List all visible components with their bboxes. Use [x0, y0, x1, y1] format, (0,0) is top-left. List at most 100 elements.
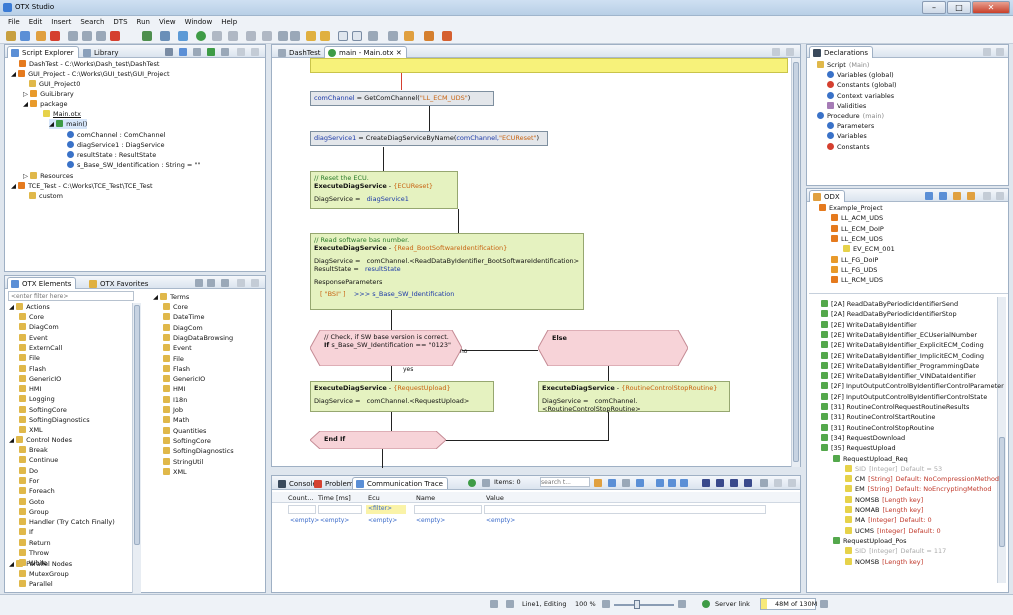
col-time[interactable]: Time [ms]: [318, 494, 351, 502]
odx-service-item[interactable]: [2E] WriteDataByIdentifier_ExplicitECM_C…: [821, 340, 984, 350]
control-item[interactable]: Throw: [19, 548, 49, 558]
actions-item[interactable]: DiagCom: [19, 322, 59, 332]
run-icon[interactable]: [196, 31, 206, 41]
menu-view[interactable]: View: [158, 18, 176, 26]
group-header[interactable]: ◢ Actions: [9, 303, 50, 311]
odx-service-item[interactable]: [2E] WriteDataByIdentifier: [821, 320, 917, 330]
terms-item[interactable]: Flash: [163, 364, 190, 374]
link-editor-icon[interactable]: [179, 48, 187, 56]
minimize-view-icon[interactable]: [983, 48, 991, 56]
status-icon-b[interactable]: [506, 600, 514, 608]
tree-item[interactable]: comChannel : ComChannel: [67, 130, 165, 140]
build-icon[interactable]: [160, 31, 170, 41]
gc-icon[interactable]: [820, 600, 828, 608]
odx-service-item[interactable]: [2E] WriteDataByIdentifier_ImplicitECM_C…: [821, 351, 984, 361]
terms-item[interactable]: Core: [163, 302, 188, 312]
zoom-slider[interactable]: [614, 604, 674, 606]
tab-otx-elements[interactable]: OTX Elements: [7, 277, 77, 289]
settings-icon[interactable]: [967, 192, 975, 200]
tool-e-icon[interactable]: [716, 479, 724, 487]
scroll-lock-icon[interactable]: [636, 479, 644, 487]
tab-communication-trace[interactable]: Communication Trace: [352, 477, 448, 489]
control-item[interactable]: For: [19, 476, 39, 486]
minimize-view-icon[interactable]: [237, 48, 245, 56]
execute-node-requestupload[interactable]: ExecuteDiagService - {RequestUpload} Dia…: [310, 381, 494, 412]
declaration-item[interactable]: Variables (global): [827, 70, 894, 80]
tree-item[interactable]: DashTest - C:\Works\Dash_test\DashTest: [19, 59, 159, 69]
find-icon[interactable]: [594, 479, 602, 487]
close-window-button[interactable]: ✕: [972, 1, 1010, 14]
collapse-all-icon[interactable]: [165, 48, 173, 56]
actions-item[interactable]: XML: [19, 425, 43, 435]
odx-service-item[interactable]: [2F] InputOutputControlByIdentifierContr…: [821, 392, 987, 402]
paste-icon[interactable]: [96, 31, 106, 41]
count-filter[interactable]: [288, 505, 316, 514]
scroll-thumb[interactable]: [999, 437, 1005, 547]
step-icon[interactable]: [228, 31, 238, 41]
declaration-item[interactable]: Constants (global): [827, 80, 897, 90]
declaration-item[interactable]: Script(Main): [817, 60, 869, 70]
odx-service-item[interactable]: [2E] WriteDataByIdentifier_ProgrammingDa…: [821, 361, 979, 371]
editor-scrollbar[interactable]: [791, 58, 800, 467]
control-item[interactable]: Do: [19, 466, 38, 476]
actions-item[interactable]: HMI: [19, 384, 41, 394]
tab-odx[interactable]: ODX: [809, 190, 845, 202]
assignment-node-getcomchannel[interactable]: comChannel = GetComChannel("LL_ECM_UDS"): [310, 91, 494, 106]
ecu-filter[interactable]: <filter>: [366, 505, 406, 514]
odx-tree-item[interactable]: LL_FG_DoIP: [831, 255, 878, 265]
zoom-out-icon[interactable]: [602, 600, 610, 608]
control-item[interactable]: If: [19, 527, 33, 537]
collapse-icon[interactable]: [925, 192, 933, 200]
maximize-view-icon[interactable]: [786, 48, 794, 56]
tool-d-icon[interactable]: [702, 479, 710, 487]
control-item[interactable]: Break: [19, 445, 48, 455]
terms-item[interactable]: DateTime: [163, 312, 204, 322]
wrench-icon[interactable]: [424, 31, 434, 41]
scroll-thumb[interactable]: [793, 62, 799, 462]
memory-bar[interactable]: [760, 598, 816, 610]
control-item[interactable]: Group: [19, 507, 49, 517]
odx-param-item[interactable]: EM[String]Default: NoEncryptingMethod: [845, 484, 991, 494]
maximize-view-icon[interactable]: [788, 479, 796, 487]
tab-problems[interactable]: Problems: [310, 477, 362, 489]
actions-item[interactable]: Event: [19, 333, 48, 343]
actions-item[interactable]: Logging: [19, 394, 55, 404]
trace-search-input[interactable]: [540, 477, 590, 487]
control-item[interactable]: Continue: [19, 455, 58, 465]
group-header[interactable]: ◢ Terms: [153, 293, 190, 301]
odx-tree-item[interactable]: LL_ACM_UDS: [831, 213, 883, 223]
maximize-view-icon[interactable]: [251, 279, 259, 287]
odx-service-item[interactable]: [35] RequestUpload: [821, 443, 896, 453]
minimize-view-icon[interactable]: [983, 192, 991, 200]
tree-item-selected[interactable]: ◢ main(): [49, 119, 88, 129]
odx-request-item[interactable]: RequestUpload_Req: [833, 454, 908, 464]
tab-main-otx[interactable]: main - Main.otx ✕: [324, 46, 407, 58]
odx-service-item[interactable]: [2E] WriteDataByIdentifier_VINDataIdenti…: [821, 371, 976, 381]
declaration-item[interactable]: Validities: [827, 101, 866, 111]
menu-search[interactable]: Search: [80, 18, 105, 26]
odx-tree-item[interactable]: LL_FG_UDS: [831, 265, 877, 275]
tab-script-explorer[interactable]: Script Explorer: [7, 46, 79, 58]
odx-param-item[interactable]: SID[Integer]Default = 117: [845, 546, 946, 556]
control-item[interactable]: Foreach: [19, 486, 55, 496]
terms-item[interactable]: SoftingCore: [163, 436, 211, 446]
odx-service-item[interactable]: [2A] ReadDataByPeriodicIdentifierSend: [821, 299, 958, 309]
menu-file[interactable]: File: [8, 18, 20, 26]
odx-param-item[interactable]: NOMSB[Length key]: [845, 557, 926, 567]
menu-run[interactable]: Run: [136, 18, 150, 26]
tool-g-icon[interactable]: [744, 479, 752, 487]
col-ecu[interactable]: Ecu: [368, 494, 380, 502]
odx-service-item[interactable]: [2E] WriteDataByIdentifier_ECUserialNumb…: [821, 330, 977, 340]
layout-icon[interactable]: [368, 31, 378, 41]
tree-item[interactable]: ◢ package: [23, 100, 68, 108]
execute-node-read-bsi[interactable]: // Read software bas number. ExecuteDiag…: [310, 233, 584, 310]
control-item[interactable]: While: [19, 558, 47, 568]
col-name[interactable]: Name: [416, 494, 436, 502]
grid-icon[interactable]: [388, 31, 398, 41]
tree-item[interactable]: custom: [29, 191, 63, 201]
debug-icon[interactable]: [142, 31, 152, 41]
parallel-item[interactable]: Parallel: [19, 579, 53, 589]
tab-library[interactable]: Library: [79, 46, 123, 58]
view-menu-icon[interactable]: [221, 279, 229, 287]
tool-a-icon[interactable]: [656, 479, 664, 487]
